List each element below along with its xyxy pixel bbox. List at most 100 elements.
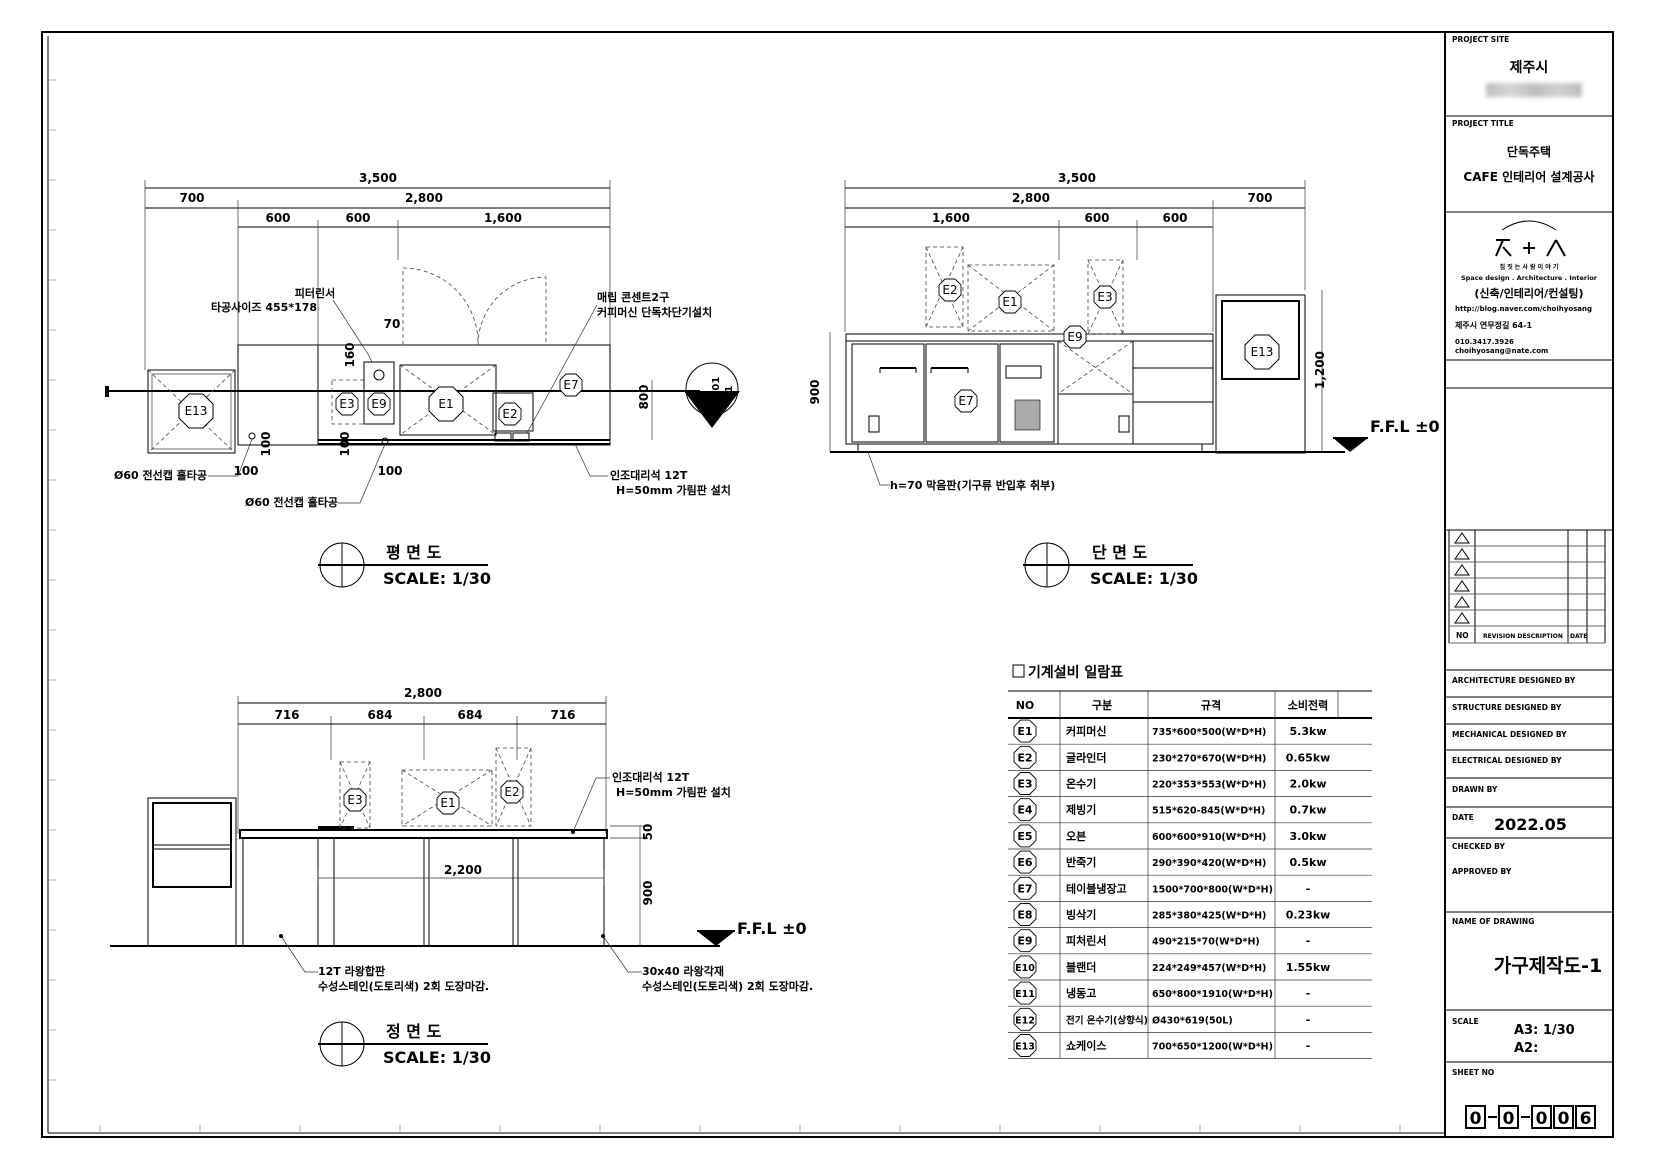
plan-dim-100a: 100	[233, 464, 258, 478]
project-title-label: PROJECT TITLE	[1452, 119, 1514, 128]
section-marker-num: 1	[724, 385, 735, 392]
sheet-digit-1: 0	[1470, 1109, 1482, 1129]
table-cell-type: 온수기	[1066, 777, 1096, 791]
plan-note-pitcher-2: 타공사이즈 455*178	[211, 300, 317, 314]
elevation-title-block: 정 면 도 SCALE: 1/30	[318, 1021, 491, 1067]
table-cell-power: -	[1306, 1040, 1311, 1053]
equipment-header-no: NO	[1016, 699, 1035, 712]
table-cell-type: 빙삭기	[1066, 908, 1096, 922]
section-tag-e13: E13	[1251, 345, 1274, 359]
plan-tag-e7: E7	[563, 378, 578, 392]
plan-note-marble-2: H=50mm 가림판 설치	[616, 483, 731, 497]
table-cell-power: 0.23kw	[1286, 909, 1331, 922]
section-ffl: F.F.L ±0	[1370, 417, 1440, 436]
project-site-label: PROJECT SITE	[1452, 35, 1509, 44]
section-title-block: 단 면 도 SCALE: 1/30	[1023, 542, 1198, 588]
section-dim-1600: 1,600	[932, 211, 970, 225]
table-cell-no: E4	[1017, 804, 1033, 817]
table-row-tag-icon	[1013, 1034, 1037, 1057]
plan-dim-70: 70	[384, 317, 401, 331]
table-cell-spec: 600*600*910(W*D*H)	[1152, 832, 1266, 843]
plan-dim-1600: 1,600	[484, 211, 522, 225]
table-row-tag-icon	[1013, 1007, 1037, 1031]
table-cell-spec: 735*600*500(W*D*H)	[1152, 727, 1266, 738]
equipment-table-title: 기계설비 일람표	[1028, 665, 1123, 681]
plan-note-outlet-2: 커피머신 단독차단기설치	[597, 305, 712, 319]
plan-tag-e1: E1	[438, 397, 453, 411]
sheet-digit-3: 0	[1536, 1109, 1548, 1129]
table-row-tag-icon	[1013, 745, 1037, 769]
table-cell-type: 커피머신	[1066, 724, 1106, 738]
table-cell-power: -	[1306, 987, 1311, 1000]
table-cell-no: E8	[1017, 909, 1032, 922]
table-cell-no: E10	[1015, 963, 1035, 974]
plan-dim-3500: 3,500	[359, 171, 397, 185]
sheet-digit-2: 0	[1503, 1109, 1515, 1129]
checked-by-label: CHECKED BY	[1452, 842, 1505, 851]
table-cell-type: 피처린서	[1066, 934, 1106, 948]
company-address: 제주시 연무정길 64-1	[1455, 320, 1533, 330]
revision-desc-header: REVISION DESCRIPTION	[1483, 633, 1563, 640]
company-url: http://blog.naver.com/choihyosang	[1455, 305, 1592, 313]
company-phone: 010.3417.3926	[1455, 338, 1514, 346]
section-marker: F-01 1	[684, 362, 740, 428]
elev-dim-716b: 716	[550, 708, 575, 722]
table-row-tag-icon	[1013, 903, 1037, 926]
logo-subtitle: 집 짓 는 사 람 이 야 기	[1500, 263, 1559, 271]
table-row-tag-icon	[1013, 876, 1037, 900]
plan-title: 평 면 도	[386, 543, 442, 562]
table-cell-type: 냉동고	[1066, 986, 1096, 1000]
name-of-drawing-value: 가구제작도-1	[1494, 955, 1603, 977]
elev-tag-e3: E3	[347, 793, 362, 807]
section-scale: SCALE: 1/30	[1090, 569, 1198, 588]
plan-dim-800: 800	[637, 384, 651, 409]
elev-dim-716a: 716	[274, 708, 299, 722]
elev-note-board-2: 수성스테인(도토리색) 2회 도장마감.	[318, 979, 489, 993]
approved-by-label: APPROVED BY	[1452, 867, 1512, 876]
table-cell-no: E1	[1017, 725, 1032, 738]
table-cell-power: 0.5kw	[1290, 856, 1327, 869]
table-cell-spec: 224*249*457(W*D*H)	[1152, 963, 1266, 974]
table-cell-spec: 490*215*70(W*D*H)	[1152, 937, 1260, 948]
plan-note-marble-1: 인조대리석 12T	[610, 468, 688, 482]
table-row-tag-icon	[1013, 929, 1037, 953]
plan-note-hole-1: Ø60 전선캡 홀타공	[114, 468, 207, 482]
name-of-drawing-label: NAME OF DRAWING	[1452, 917, 1534, 926]
table-cell-type: 제빙기	[1066, 803, 1096, 817]
sheet-border	[41, 31, 1614, 1138]
sheet-no-label: SHEET NO	[1452, 1068, 1494, 1077]
section-note: h=70 막음판(기구류 반입후 취부)	[890, 478, 1055, 492]
section-dim-600a: 600	[1084, 211, 1109, 225]
table-cell-no: E6	[1017, 856, 1033, 869]
sheet-digit-5: 6	[1580, 1109, 1592, 1129]
table-cell-type: 블랜더	[1066, 960, 1096, 974]
plan-title-block: 평 면 도 SCALE: 1/30	[318, 542, 491, 588]
project-title-line2: CAFE 인테리어 설계공사	[1463, 169, 1594, 184]
section-tag-e3: E3	[1097, 290, 1112, 304]
plan-note-hole-2: Ø60 전선캡 홀타공	[245, 495, 338, 509]
elevation-view: 2,800 716 684 684 716 F.F.L ±0 2,200 50 …	[110, 686, 813, 1067]
sheet-digit-4: 0	[1558, 1109, 1570, 1129]
table-cell-no: E3	[1017, 778, 1032, 791]
table-cell-spec: Ø430*619(50L)	[1152, 1015, 1233, 1026]
plan-dim-600b: 600	[345, 211, 370, 225]
table-cell-spec: 220*353*553(W*D*H)	[1152, 780, 1266, 791]
plan-dim-700: 700	[179, 191, 204, 205]
section-dim-600b: 600	[1162, 211, 1187, 225]
table-cell-power: 3.0kw	[1290, 830, 1327, 843]
table-cell-spec: 650*800*1910(W*D*H)	[1152, 989, 1273, 1000]
table-cell-no: E2	[1017, 751, 1032, 764]
table-cell-power: 0.7kw	[1290, 804, 1327, 817]
equipment-header-power: 소비전력	[1288, 698, 1328, 712]
section-tag-e2: E2	[942, 283, 957, 297]
table-cell-no: E12	[1015, 1015, 1035, 1026]
equipment-header-spec: 규격	[1201, 698, 1221, 712]
table-cell-power: 1.55kw	[1286, 961, 1331, 974]
scale-a2: A2:	[1514, 1041, 1538, 1056]
table-cell-no: E13	[1015, 1042, 1035, 1053]
scale-label: SCALE	[1452, 1017, 1479, 1026]
elev-note-marble-2: H=50mm 가림판 설치	[616, 785, 731, 799]
elev-note-lumber-2: 수성스테인(도토리색) 2회 도장마감.	[642, 979, 813, 993]
plan-scale: SCALE: 1/30	[383, 569, 491, 588]
